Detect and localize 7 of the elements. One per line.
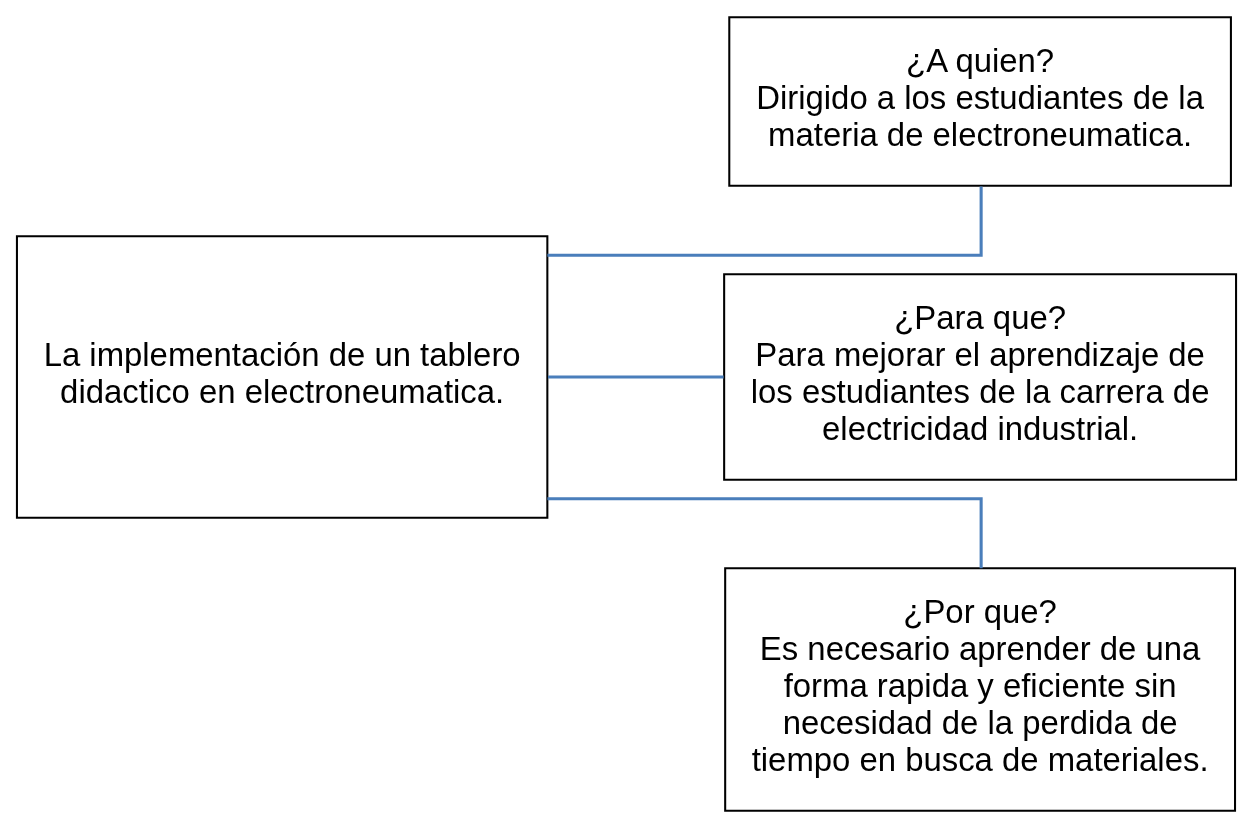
node-box: ¿Para que? Para mejorar el aprendizaje de los estudiantes de la carrera de electricidad industrial. [723,272,1238,481]
connector [547,185,983,257]
node-box: La implementación de un tablero didactico en electroneumatica. [15,234,549,519]
connector [547,496,983,568]
node-box: ¿A quien? Dirigido a los estudiantes de la materia de electroneumatica. [728,15,1232,187]
connector [548,374,724,379]
node-box: ¿Por que? Es necesario aprender de una forma rapida y eficiente sin necesidad de la perdida de tiempo en busca de materiales. [724,566,1237,812]
